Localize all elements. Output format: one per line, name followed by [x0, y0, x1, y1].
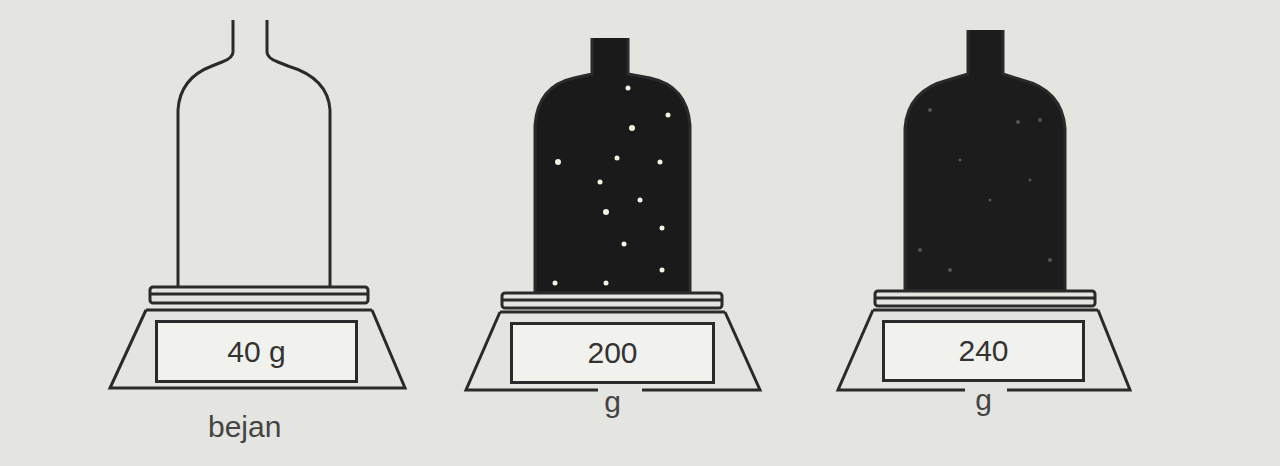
filled-vessel — [905, 30, 1065, 291]
scale-display: 200g — [510, 322, 715, 384]
empty-vessel — [178, 20, 330, 286]
weight-reading: 200 — [587, 338, 637, 368]
vessel-label: bejan — [208, 412, 281, 442]
scale-display: 240g — [882, 320, 1085, 382]
weight-reading: 240 — [958, 336, 1008, 366]
unit-label: g — [969, 385, 998, 415]
filled-vessel — [535, 38, 690, 293]
unit-label: g — [598, 387, 627, 417]
scale — [110, 287, 1130, 390]
weight-reading: 40 g — [227, 337, 285, 367]
scale-display: 40 g — [155, 320, 358, 383]
